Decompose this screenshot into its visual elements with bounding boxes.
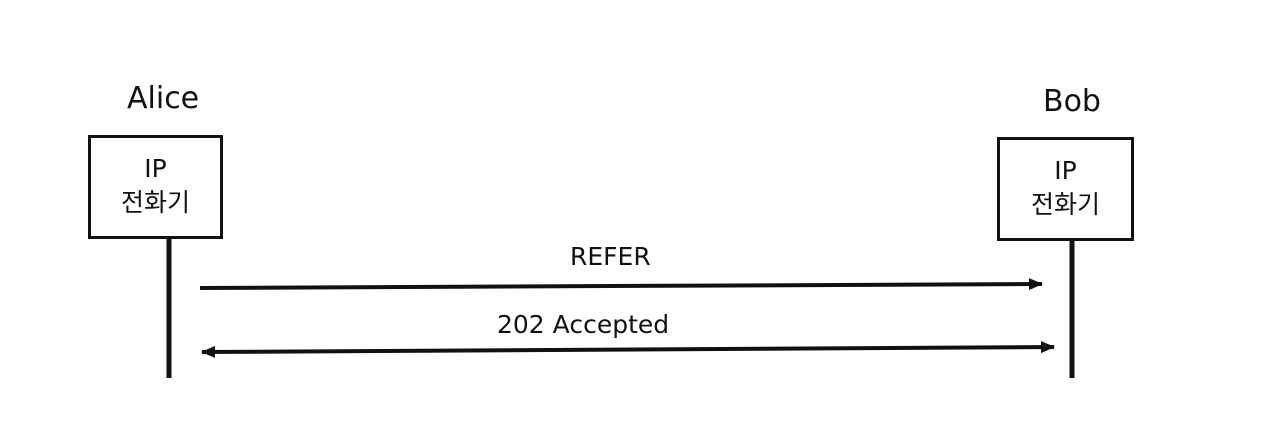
alice-label: Alice <box>127 81 200 116</box>
bob-device-line2: 전화기 <box>1030 190 1100 219</box>
bob-ip-phone-box: IP 전화기 <box>997 137 1134 241</box>
refer-arrow <box>199 278 1043 291</box>
alice-ip-phone-box: IP 전화기 <box>88 135 223 239</box>
alice-device-line1: IP <box>144 154 167 183</box>
accepted-arrow <box>201 341 1055 358</box>
accepted-message-label: 202 Accepted <box>497 310 670 339</box>
bob-device-line1: IP <box>1054 156 1077 185</box>
alice-device-line2: 전화기 <box>120 188 190 217</box>
bob-label: Bob <box>1043 84 1101 119</box>
refer-message-label: REFER <box>570 242 651 271</box>
